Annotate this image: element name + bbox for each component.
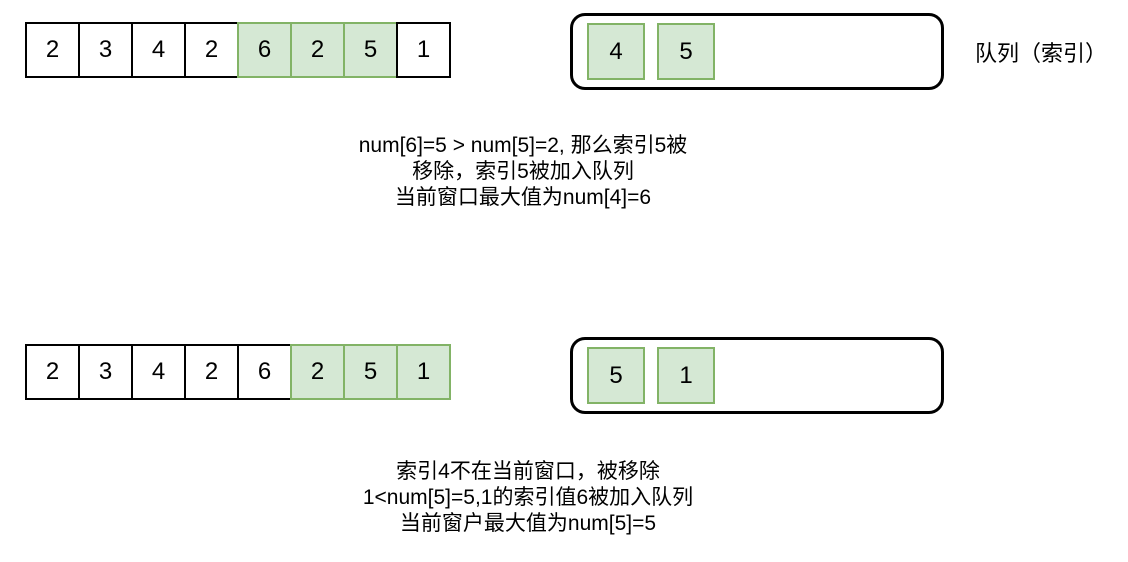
caption-line: 移除，索引5被加入队列 (412, 160, 634, 183)
caption-line: num[6]=5 > num[5]=2, 那么索引5被 (358, 134, 688, 157)
array-cell-window: 1 (396, 344, 451, 400)
array-cell: 3 (78, 22, 133, 78)
array-cell: 2 (184, 344, 239, 400)
queue-item: 1 (657, 347, 715, 404)
caption-step-2: 索引4不在当前窗口，被移除 1<num[5]=5,1的索引值6被加入队列 当前窗… (363, 459, 693, 537)
queue-item: 4 (587, 23, 645, 80)
queue-box-2: 5 1 (570, 337, 944, 414)
array-cell-window: 5 (343, 22, 398, 78)
array-row-2: 2 3 4 2 6 2 5 1 (25, 344, 451, 400)
array-cell: 2 (25, 22, 80, 78)
array-cell-window: 2 (290, 22, 345, 78)
array-cell: 3 (78, 344, 133, 400)
queue-item: 5 (587, 347, 645, 404)
array-cell-window: 5 (343, 344, 398, 400)
array-cell: 2 (25, 344, 80, 400)
queue-box-1: 4 5 (570, 13, 944, 90)
caption-line: 当前窗口最大值为num[4]=6 (394, 186, 652, 209)
caption-line: 当前窗户最大值为num[5]=5 (399, 512, 657, 535)
array-cell: 6 (237, 344, 292, 400)
array-cell: 2 (184, 22, 239, 78)
array-cell: 4 (131, 22, 186, 78)
array-cell: 4 (131, 344, 186, 400)
array-cell-window: 6 (237, 22, 292, 78)
array-row-1: 2 3 4 2 6 2 5 1 (25, 22, 451, 78)
array-cell-window: 2 (290, 344, 345, 400)
caption-step-1: num[6]=5 > num[5]=2, 那么索引5被 移除，索引5被加入队列 … (359, 133, 688, 211)
caption-line: 索引4不在当前窗口，被移除 (396, 460, 660, 483)
queue-label: 队列（索引） (975, 40, 1108, 66)
queue-item: 5 (657, 23, 715, 80)
caption-line: 1<num[5]=5,1的索引值6被加入队列 (362, 486, 694, 509)
array-cell: 1 (396, 22, 451, 78)
